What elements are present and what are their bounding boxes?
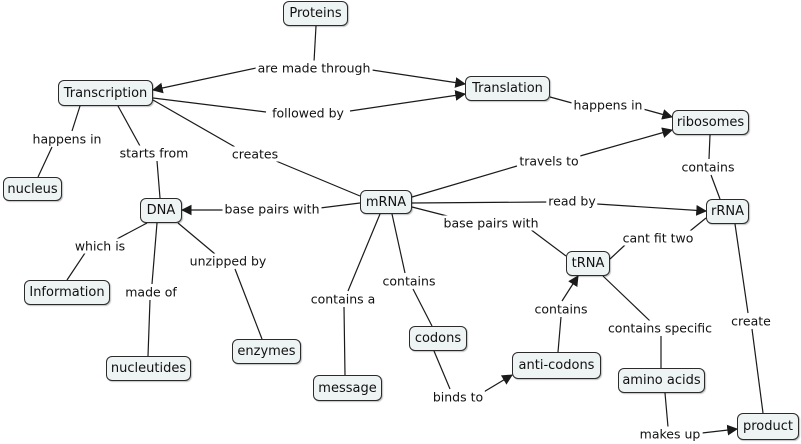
connector-makes-up-to-product [701, 424, 739, 436]
link-label-base-pairs-with-dna: base pairs with [222, 201, 322, 217]
connector-base-pairs-trna-to-trna [529, 228, 567, 257]
connector-transcription-to-creates [152, 99, 236, 148]
link-label-create: create [729, 313, 773, 329]
connector-contains-a-to-message [343, 306, 346, 376]
connector-trna-to-contains-specific [602, 275, 651, 322]
connector-label-to-transcription [151, 67, 257, 94]
link-label-base-pairs-with-trna: base pairs with [441, 215, 541, 231]
node-proteins[interactable]: Proteins [283, 1, 348, 26]
node-rrna[interactable]: rRNA [706, 199, 749, 224]
connector-unzipped-by-to-enzymes [234, 268, 263, 340]
link-label-are-made-through: are made through [255, 60, 373, 76]
node-nucleus[interactable]: nucleus [3, 177, 62, 201]
link-label-contains-ribosomes: contains [679, 159, 737, 175]
link-label-which-is: which is [72, 238, 128, 254]
link-label-unzipped-by: unzipped by [187, 253, 269, 269]
node-mrna[interactable]: mRNA [360, 190, 412, 214]
link-label-makes-up: makes up [637, 426, 703, 442]
connector-trna-to-cant-fit-two [609, 244, 626, 260]
connector-creates-to-mrna [275, 160, 361, 197]
connector-mrna-to-travels-to [411, 165, 518, 198]
node-anticodons[interactable]: anti-codons [512, 352, 601, 379]
connector-label-to-translation [371, 69, 467, 88]
link-label-happens-in-transcription: happens in [30, 131, 104, 147]
connector-proteins-to-label [313, 25, 317, 63]
connector-happens-in-to-ribosomes [642, 108, 674, 120]
node-product[interactable]: product [737, 413, 799, 440]
connector-contains-to-trna [561, 275, 579, 302]
connector-binds-to-to-anticodons [481, 374, 513, 394]
link-label-followed-by: followed by [270, 105, 346, 121]
connector-contains-to-rrna [710, 174, 721, 200]
connector-anticodons-to-contains [557, 316, 562, 353]
node-enzymes[interactable]: enzymes [232, 339, 301, 364]
node-codons[interactable]: codons [409, 326, 467, 351]
connector-transcription-to-happens-in [71, 105, 81, 132]
link-label-contains-specific: contains specific [605, 320, 715, 336]
connector-cant-fit-two-to-rrna [689, 217, 707, 232]
connector-transcription-to-starts-from [117, 105, 141, 147]
connector-dna-to-unzipped-by [177, 222, 216, 255]
link-label-binds-to: binds to [430, 389, 486, 405]
node-dna[interactable]: DNA [140, 198, 182, 223]
link-label-contains-anticodons: contains [532, 301, 590, 317]
link-label-contains-a: contains a [308, 291, 378, 307]
connector-made-of-to-nucleutides [147, 299, 151, 357]
connector-dna-to-which-is [114, 222, 148, 241]
connector-amino-acids-to-makes-up [664, 392, 669, 428]
connector-transcription-to-followed-by [152, 97, 267, 113]
node-nucleutides[interactable]: nucleutides [106, 356, 191, 381]
link-label-made-of: made of [123, 284, 179, 300]
connector-mrna-to-contains-a [347, 213, 381, 292]
link-label-starts-from: starts from [117, 145, 191, 161]
connector-codons-to-binds-to [433, 350, 451, 390]
connector-travels-to-to-ribosomes [579, 127, 674, 157]
connector-followed-by-to-translation [349, 90, 467, 112]
link-label-cant-fit-two: cant fit two [620, 230, 696, 246]
link-label-creates: creates [229, 146, 281, 162]
connector-which-is-to-information [66, 252, 86, 281]
node-trna[interactable]: tRNA [566, 251, 610, 276]
connector-mrna-to-read-by [411, 201, 549, 204]
node-transcription[interactable]: Transcription [58, 80, 153, 106]
node-translation[interactable]: Translation [465, 76, 550, 101]
node-information[interactable]: Information [24, 280, 110, 305]
node-ribosomes[interactable]: ribosomes [672, 110, 749, 135]
node-message[interactable]: message [313, 375, 382, 401]
connector-starts-from-to-dna [156, 160, 161, 199]
link-label-happens-in-translation: happens in [571, 97, 645, 113]
node-amino-acids[interactable]: amino acids [618, 368, 705, 393]
connector-contains-to-codons [412, 288, 433, 327]
connector-create-to-product [751, 328, 764, 414]
connector-read-by-to-rrna [596, 203, 708, 216]
connector-ribosomes-to-contains [708, 134, 711, 160]
link-label-travels-to: travels to [517, 153, 581, 169]
link-label-read-by: read by [546, 193, 598, 209]
connector-rrna-to-create [734, 223, 749, 314]
link-label-contains-codons: contains [380, 273, 438, 289]
connector-translation-to-happens-in [549, 96, 573, 104]
connector-mrna-to-base-pairs [319, 202, 361, 209]
connector-mrna-to-contains [391, 213, 406, 274]
connector-dna-to-made-of [151, 222, 158, 285]
connector-happens-in-to-nucleus [37, 146, 53, 178]
